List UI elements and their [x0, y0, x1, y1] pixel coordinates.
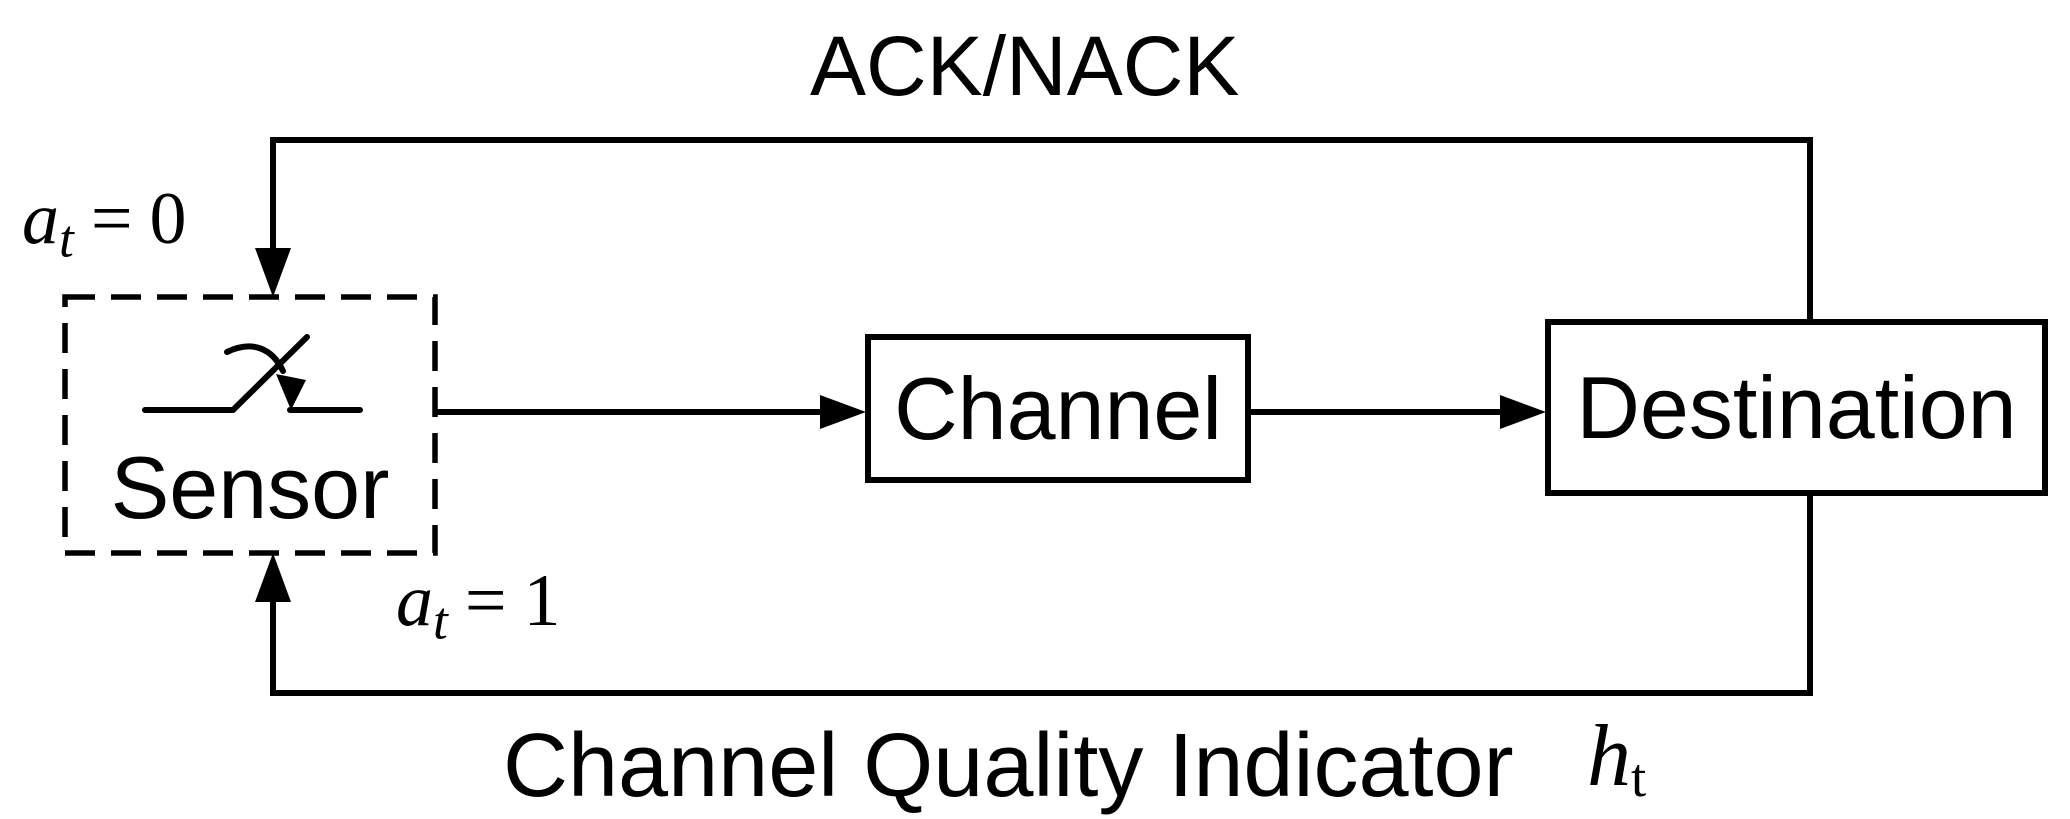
- action-one-relation: =: [464, 560, 507, 642]
- channel-quality-indicator-label: Channel Quality Indicator: [503, 716, 1514, 816]
- action-zero-label: at=0: [22, 182, 187, 266]
- channel-label: Channel: [868, 337, 1248, 480]
- sensor-to-channel-arrow: [435, 395, 866, 429]
- action-zero-value: 0: [149, 178, 187, 260]
- sensor-label: Sensor: [110, 438, 390, 537]
- action-zero-symbol: a: [22, 178, 59, 260]
- sensor-box: [62, 294, 438, 556]
- action-one-subscript: t: [433, 591, 448, 651]
- destination-label: Destination: [1548, 322, 2045, 493]
- channel-box: [865, 334, 1251, 483]
- top-feedback-arrow: [255, 137, 1813, 323]
- ack-nack-label: ACK/NACK: [810, 19, 1240, 113]
- action-one-symbol: a: [396, 560, 433, 642]
- channel-gain-symbol: ht: [1587, 713, 1646, 805]
- channel-gain-subscript: t: [1631, 746, 1647, 808]
- channel-label-text: Channel: [894, 358, 1222, 458]
- action-zero-subscript: t: [59, 209, 74, 269]
- channel-to-destination-arrow: [1248, 395, 1546, 429]
- bottom-feedback-arrow: [255, 493, 1813, 696]
- action-one-label: at=1: [396, 564, 561, 648]
- switch-icon: [142, 334, 363, 413]
- action-one-value: 1: [523, 560, 561, 642]
- action-zero-relation: =: [90, 178, 133, 260]
- destination-box: [1545, 319, 2048, 496]
- channel-gain-base: h: [1587, 708, 1631, 805]
- destination-label-text: Destination: [1576, 357, 2017, 457]
